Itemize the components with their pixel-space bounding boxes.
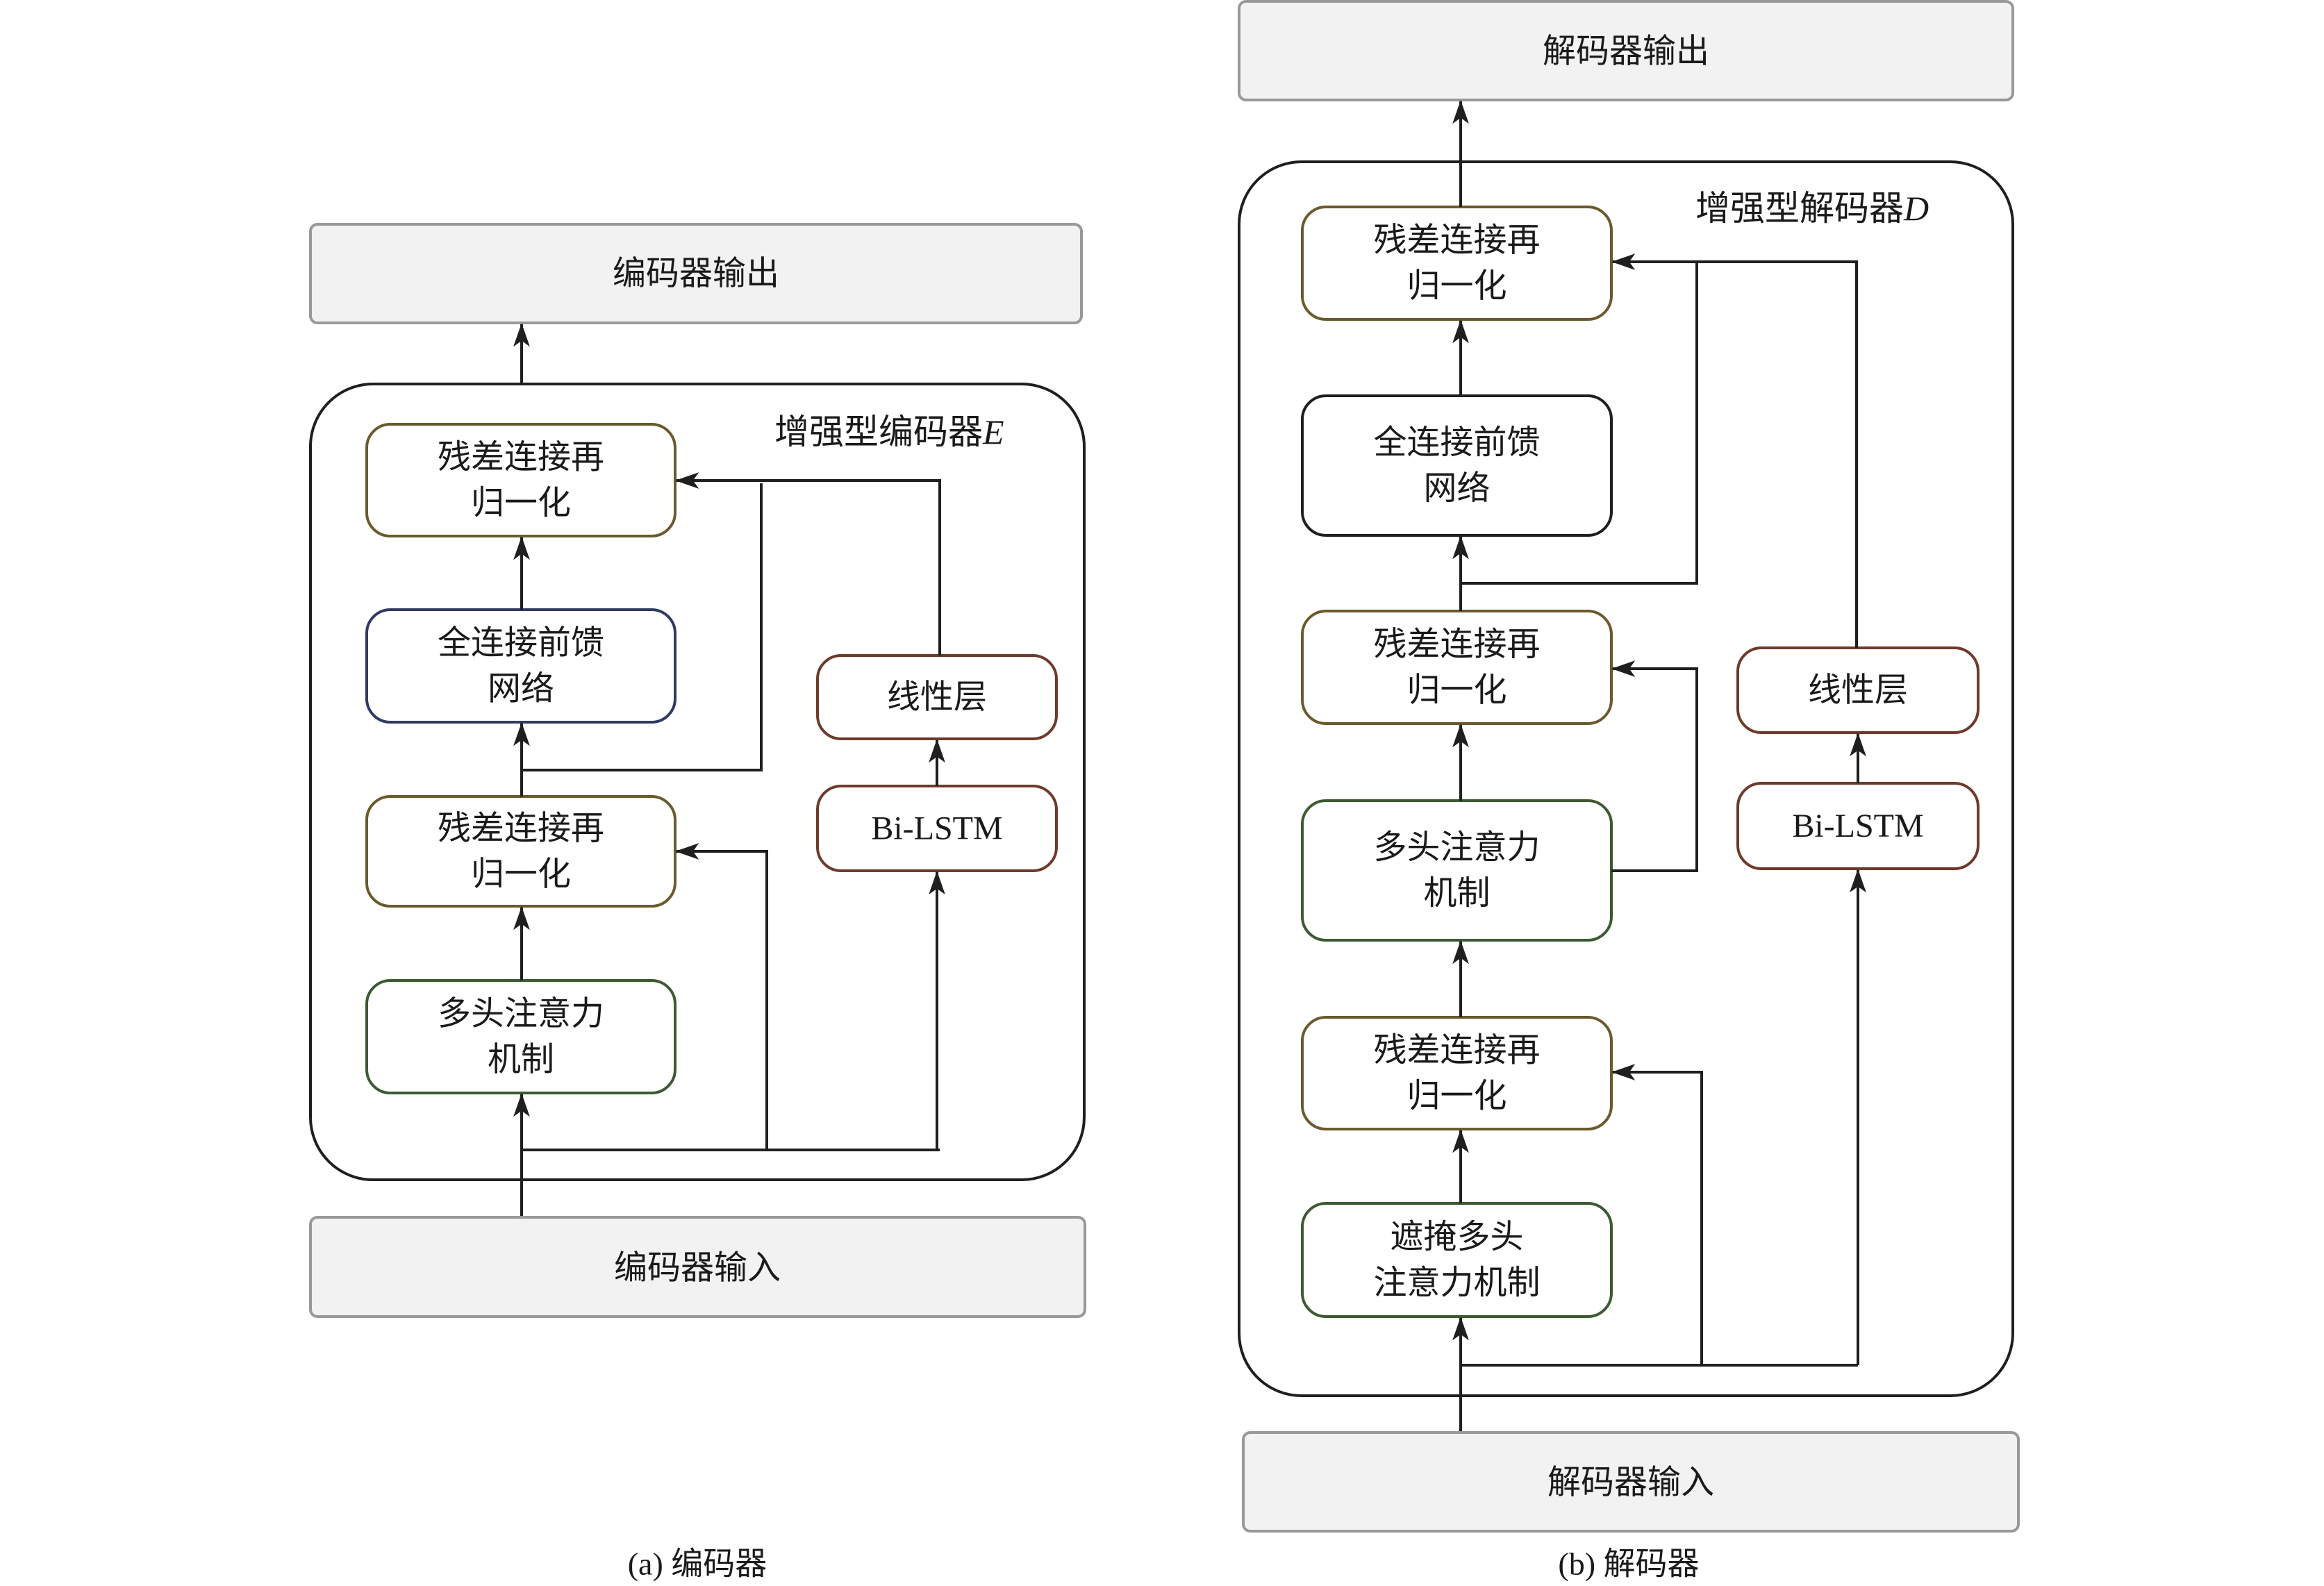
decoder-residual-bot-block-label-line-2: 归一化 bbox=[1406, 1078, 1507, 1115]
dec-wire-skip-ffn bbox=[1461, 262, 1698, 585]
encoder-residual-top-block-label-line-2: 归一化 bbox=[471, 485, 571, 521]
encoder-ffn-block-label-line-2: 网络 bbox=[488, 671, 554, 708]
encoder-caption: (a) 编码器 bbox=[628, 1546, 767, 1582]
decoder-residual-mid-block-frame bbox=[1301, 610, 1613, 725]
decoder-input-box: 解码器输入 bbox=[1242, 1431, 2020, 1533]
decoder-masked-attention-block-label-line-2: 注意力机制 bbox=[1373, 1264, 1540, 1301]
encoder-ffn-block-label-line-1: 全连接前馈 bbox=[438, 625, 604, 662]
encoder-attention-block-label-line-2: 机制 bbox=[488, 1042, 554, 1078]
decoder-output-label: 解码器输出 bbox=[1543, 33, 1709, 70]
encoder-input-box: 编码器输入 bbox=[309, 1216, 1086, 1318]
decoder-ffn-block-label-line-2: 网络 bbox=[1423, 470, 1490, 507]
decoder-caption: (b) 解码器 bbox=[1558, 1546, 1699, 1582]
decoder-residual-bot-block-frame bbox=[1301, 1016, 1613, 1130]
decoder-linear-block-label-line-1: 线性层 bbox=[1808, 672, 1908, 709]
decoder-container bbox=[1238, 160, 2014, 1397]
encoder-container-title: 增强型编码器E bbox=[774, 412, 1004, 451]
decoder-ffn-block-label-line-1: 全连接前馈 bbox=[1373, 424, 1540, 461]
decoder-bilstm-block: Bi-LSTM bbox=[1736, 782, 1979, 870]
dec-wire-linear-to-res-top bbox=[1611, 253, 1858, 648]
decoder-ffn-block-frame bbox=[1301, 394, 1613, 537]
decoder-residual-bot-block-label-line-1: 残差连接再 bbox=[1373, 1032, 1540, 1069]
encoder-residual-mid-block-label-line-2: 归一化 bbox=[471, 856, 571, 893]
decoder-residual-mid-block-label-line-1: 残差连接再 bbox=[1373, 626, 1540, 663]
decoder-output-box: 解码器输出 bbox=[1238, 0, 2014, 101]
decoder-attention-block-frame bbox=[1301, 799, 1613, 942]
encoder-residual-top-block-frame bbox=[365, 423, 677, 537]
dec-wire-skip-attn bbox=[1611, 660, 1698, 872]
decoder-linear-block: 线性层 bbox=[1736, 646, 1979, 734]
encoder-output-box: 编码器输出 bbox=[309, 223, 1083, 324]
decoder-residual-top-block-label-line-1: 残差连接再 bbox=[1373, 222, 1540, 259]
encoder-attention-block-label-line-1: 多头注意力 bbox=[438, 996, 604, 1033]
encoder-linear-block: 线性层 bbox=[816, 654, 1058, 740]
encoder-linear-block-frame bbox=[816, 654, 1058, 740]
encoder-bilstm-block-label-line-1: Bi-LSTM bbox=[871, 810, 1002, 847]
decoder-container-title: 增强型解码器D bbox=[1695, 189, 1929, 228]
encoder-container bbox=[309, 383, 1086, 1181]
encoder-residual-top-block-label-line-1: 残差连接再 bbox=[438, 439, 604, 476]
encoder-residual-mid-block-label-line-1: 残差连接再 bbox=[438, 810, 604, 847]
decoder-panel: 解码器输出 增强型解码器D 残差连接再归一化全连接前馈网络残差连接再归一化多头注… bbox=[1238, 0, 2020, 1582]
decoder-bilstm-block-label-line-1: Bi-LSTM bbox=[1792, 808, 1923, 844]
enc-wire-linear-to-res-top bbox=[675, 472, 941, 656]
decoder-residual-top-block-label-line-2: 归一化 bbox=[1406, 268, 1507, 305]
decoder-residual-mid-block-label-line-2: 归一化 bbox=[1406, 672, 1507, 709]
dec-wire-skip-masked bbox=[1611, 1064, 1703, 1365]
enc-wire-skip-attn bbox=[675, 843, 768, 1150]
decoder-attention-block-label-line-1: 多头注意力 bbox=[1373, 829, 1540, 866]
decoder-masked-attention-block-frame bbox=[1301, 1202, 1613, 1318]
decoder-masked-attention-block-label-line-1: 遮掩多头 bbox=[1390, 1219, 1523, 1255]
encoder-output-label: 编码器输出 bbox=[613, 256, 779, 292]
encoder-bilstm-block: Bi-LSTM bbox=[816, 785, 1058, 872]
encoder-panel: 编码器输出 增强型编码器E 残差连接再归一化全连接前馈网络残差连接再归一化多头注… bbox=[309, 223, 1086, 1582]
decoder-input-label: 解码器输入 bbox=[1547, 1464, 1714, 1501]
enc-wire-skip-ffn bbox=[522, 483, 763, 771]
encoder-linear-block-label-line-1: 线性层 bbox=[887, 679, 987, 716]
decoder-residual-top-block-frame bbox=[1301, 206, 1613, 321]
encoder-input-label: 编码器输入 bbox=[614, 1250, 781, 1287]
decoder-attention-block-label-line-2: 机制 bbox=[1423, 875, 1490, 912]
